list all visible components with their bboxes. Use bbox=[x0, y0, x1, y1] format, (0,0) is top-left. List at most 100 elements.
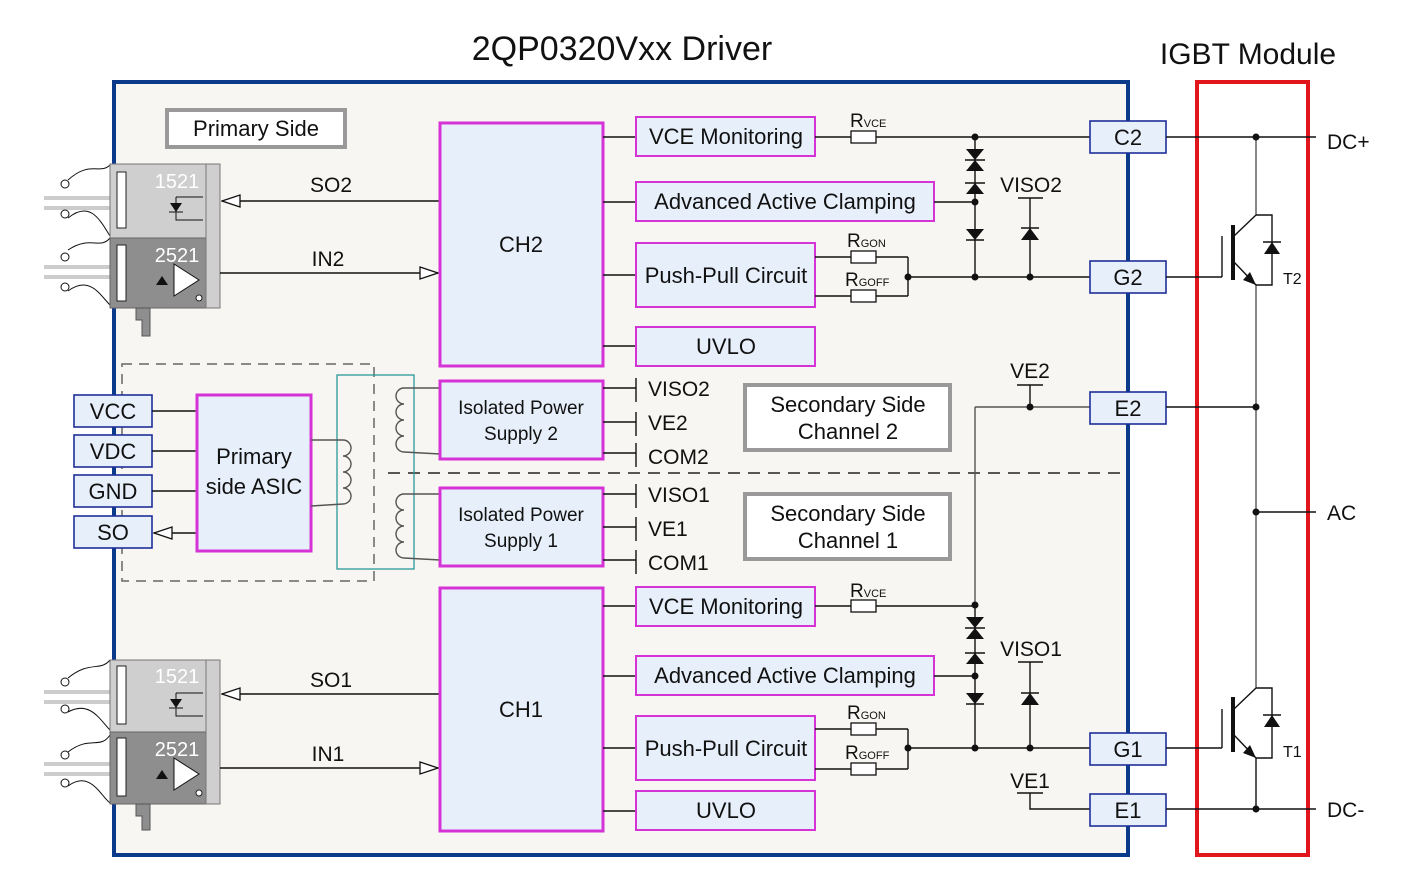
ps2-rails: VISO2 VE2 COM2 bbox=[603, 378, 710, 469]
zener-diode-icon bbox=[1021, 693, 1039, 705]
igbt-t2-icon: T2 bbox=[1166, 214, 1302, 288]
tvs-diode-icon bbox=[966, 653, 984, 664]
ch2-uvlo bbox=[635, 326, 816, 367]
resistor-rgoff-icon bbox=[850, 762, 877, 776]
ch2-vce-monitoring bbox=[635, 116, 816, 157]
terminal-e1 bbox=[1089, 793, 1167, 827]
igbt-module-frame bbox=[1195, 80, 1310, 857]
in2-label: IN2 bbox=[312, 248, 345, 271]
ch1-uvlo-label: UVLO bbox=[696, 798, 756, 823]
tvs-diode-icon bbox=[966, 617, 984, 628]
rgon-label: RGON bbox=[847, 703, 886, 724]
ch1-ve-label: VE1 bbox=[1010, 770, 1050, 793]
rail-viso2: VISO2 bbox=[648, 378, 710, 401]
ch1-block bbox=[438, 586, 605, 833]
diode-icon bbox=[966, 693, 984, 704]
secondary-ch2-label-line2: Channel 2 bbox=[798, 419, 898, 444]
driver-title: 2QP0320Vxx Driver bbox=[472, 30, 772, 68]
isolated-power-supply-2 bbox=[438, 379, 605, 461]
pin-vcc bbox=[73, 394, 153, 428]
pin-so bbox=[73, 515, 153, 549]
rgon-label: RGON bbox=[847, 231, 886, 252]
node-dc-plus: DC+ bbox=[1327, 131, 1370, 154]
secondary-ch2-label-line1: Secondary Side bbox=[770, 392, 925, 417]
ch2-viso-label: VISO2 bbox=[1000, 174, 1062, 197]
terminal-g2 bbox=[1089, 260, 1167, 294]
secondary-ch1-label-line2: Channel 1 bbox=[798, 528, 898, 553]
transformer-secondary1-winding-icon bbox=[395, 493, 441, 561]
pin-vdc bbox=[73, 434, 153, 468]
led-icon bbox=[170, 699, 182, 708]
ps1-rails: VISO1 VE1 COM1 bbox=[603, 484, 710, 575]
rail-viso1: VISO1 bbox=[648, 484, 710, 507]
terminal-e1-label: E1 bbox=[1115, 798, 1142, 823]
ps1-label-line1: Isolated Power bbox=[458, 505, 584, 526]
primary-side-label: Primary Side bbox=[193, 116, 319, 141]
opto-ch1-rx-label: 2521 bbox=[155, 739, 200, 761]
ps2-label-line1: Isolated Power bbox=[458, 398, 584, 419]
ch1-active-clamping bbox=[635, 655, 935, 696]
igbt-t2-label: T2 bbox=[1283, 271, 1302, 288]
terminal-g1-label: G1 bbox=[1113, 737, 1142, 762]
igbt-half-bridge: T2 T1 DC+ AC DC- bbox=[1166, 131, 1370, 822]
module-title: IGBT Module bbox=[1160, 38, 1336, 71]
primary-asic-block bbox=[195, 393, 313, 553]
pin-so-label: SO bbox=[97, 520, 129, 545]
resistor-rgon-icon bbox=[850, 722, 877, 736]
so1-label: SO1 bbox=[310, 669, 352, 692]
rgoff-label: RGOFF bbox=[845, 270, 890, 291]
primary-pins: VCC VDC GND SO bbox=[73, 394, 153, 549]
primary-region-boundary bbox=[121, 363, 375, 582]
rail-com2: COM2 bbox=[648, 446, 709, 469]
ch2-label: CH2 bbox=[499, 232, 543, 257]
terminal-e2-label: E2 bbox=[1115, 396, 1142, 421]
igbt-t1-label: T1 bbox=[1283, 744, 1302, 761]
primary-side-label-box bbox=[165, 108, 347, 149]
led-icon bbox=[170, 203, 182, 212]
ps1-label-line2: Supply 1 bbox=[484, 531, 558, 552]
photodiode-icon bbox=[156, 770, 168, 779]
ch1-push-pull-label: Push-Pull Circuit bbox=[645, 736, 808, 761]
ch2-push-pull bbox=[635, 242, 816, 308]
rail-ve2: VE2 bbox=[648, 412, 688, 435]
transformer-primary-winding-icon bbox=[310, 439, 352, 507]
resistor-rgon-icon bbox=[850, 250, 877, 264]
rvce-label: RVCE bbox=[850, 111, 886, 132]
pin-vdc-label: VDC bbox=[90, 439, 137, 464]
rail-ve1: VE1 bbox=[648, 518, 688, 541]
opto-ch2-tx-label: 1521 bbox=[155, 171, 200, 193]
primary-asic-label-line2: side ASIC bbox=[206, 474, 303, 499]
driver-terminals: C2 G2 E2 G1 E1 bbox=[1089, 120, 1167, 827]
ch1-uvlo bbox=[635, 790, 816, 831]
optocoupler-ch1: 1521 2521 bbox=[44, 659, 221, 831]
ch2-push-pull-label: Push-Pull Circuit bbox=[645, 263, 808, 288]
pin-vcc-label: VCC bbox=[90, 399, 137, 424]
fiber-link-icon bbox=[44, 164, 111, 306]
receiver-amplifier-icon bbox=[173, 757, 200, 791]
terminal-g1 bbox=[1089, 732, 1167, 766]
node-dc-minus: DC- bbox=[1327, 799, 1364, 822]
terminal-c2 bbox=[1089, 120, 1167, 154]
terminal-g2-label: G2 bbox=[1113, 265, 1142, 290]
ch2-vce-monitoring-label: VCE Monitoring bbox=[649, 124, 803, 149]
tvs-diode-icon bbox=[966, 183, 984, 194]
ch1-push-pull bbox=[635, 715, 816, 781]
zener-diode-icon bbox=[1021, 228, 1039, 240]
secondary-ch1-label-box bbox=[743, 492, 952, 561]
transformer-frame bbox=[336, 374, 415, 570]
node-ac: AC bbox=[1327, 502, 1356, 525]
opto-ch1-tx-label: 1521 bbox=[155, 666, 200, 688]
receiver-amplifier-icon bbox=[173, 263, 200, 297]
tvs-diode-icon bbox=[966, 149, 984, 160]
ch1-active-clamping-label: Advanced Active Clamping bbox=[654, 663, 916, 688]
opto-ch2-rx-label: 2521 bbox=[155, 245, 200, 267]
in1-label: IN1 bbox=[312, 743, 345, 766]
ch2-active-clamping bbox=[635, 181, 935, 222]
primary-asic-label-line1: Primary bbox=[216, 444, 292, 469]
ch1-label: CH1 bbox=[499, 697, 543, 722]
photodiode-icon bbox=[156, 276, 168, 285]
ch1-vce-monitoring-label: VCE Monitoring bbox=[649, 594, 803, 619]
optocoupler-ch2: 1521 2521 bbox=[44, 163, 221, 337]
rvce-label: RVCE bbox=[850, 581, 886, 602]
